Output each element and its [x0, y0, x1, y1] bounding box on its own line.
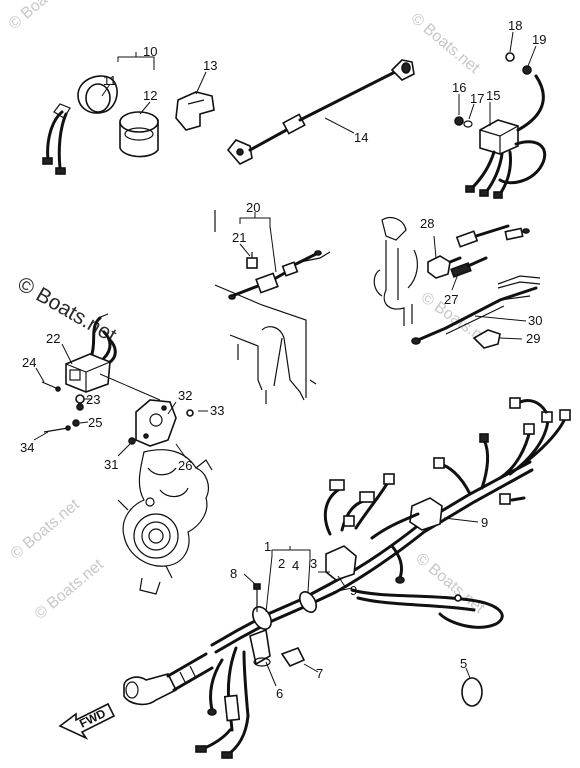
callout-18: 18 — [508, 18, 522, 33]
rectifier-assembly — [454, 31, 547, 199]
high-tension-cord — [226, 59, 415, 165]
callout-22: 22 — [46, 331, 60, 346]
watermark-lower-left: © Boats.net — [8, 496, 84, 563]
ignition-coil-assembly — [42, 52, 215, 175]
callout-2: 2 — [278, 556, 285, 571]
callout-6: 6 — [276, 686, 283, 701]
watermark-top-left: © Boats.net — [6, 0, 82, 33]
callout-8: 8 — [230, 566, 237, 581]
callout-17: 17 — [470, 91, 484, 106]
callout-25: 25 — [88, 415, 102, 430]
callout-15: 15 — [486, 88, 500, 103]
callout-1: 1 — [264, 539, 271, 554]
callout-24: 24 — [22, 355, 36, 370]
callout-27: 27 — [444, 292, 458, 307]
callout-19: 19 — [532, 32, 546, 47]
callout-14: 14 — [354, 130, 368, 145]
callout-21: 21 — [232, 230, 246, 245]
watermark-bottom-left: © Boats.net — [32, 556, 108, 623]
callout-32: 32 — [178, 388, 192, 403]
carburetor-sensor-assembly — [33, 313, 213, 595]
callout-20: 20 — [246, 200, 260, 215]
fwd-direction-arrow: FWD — [58, 702, 116, 740]
callout-9-upper: 9 — [481, 515, 488, 530]
callout-3: 3 — [310, 556, 317, 571]
callout-28: 28 — [420, 216, 434, 231]
callout-11: 11 — [103, 73, 117, 88]
callout-10: 10 — [143, 44, 157, 59]
main-wire-harness — [123, 397, 571, 759]
watermark-top-right: © Boats.net — [407, 10, 483, 77]
switch-harness-assembly — [373, 217, 541, 349]
callout-16: 16 — [452, 80, 466, 95]
callout-4: 4 — [292, 558, 299, 573]
callout-5: 5 — [460, 656, 467, 671]
callout-31: 31 — [104, 457, 118, 472]
callout-9-lower: 9 — [350, 583, 357, 598]
callout-30: 30 — [528, 313, 542, 328]
callout-23: 23 — [86, 392, 100, 407]
callout-26: 26 — [178, 458, 192, 473]
callout-33: 33 — [210, 403, 224, 418]
callout-34: 34 — [20, 440, 34, 455]
callout-7: 7 — [316, 666, 323, 681]
callout-29: 29 — [526, 331, 540, 346]
watermark-middle-left: © Boats.net — [14, 272, 121, 347]
fuse-holder-assembly — [214, 210, 331, 404]
callout-13: 13 — [203, 58, 217, 73]
callout-12: 12 — [143, 88, 157, 103]
callout-numbers: 1 2 3 4 5 6 7 8 9 9 10 11 12 13 14 15 16… — [20, 18, 546, 701]
